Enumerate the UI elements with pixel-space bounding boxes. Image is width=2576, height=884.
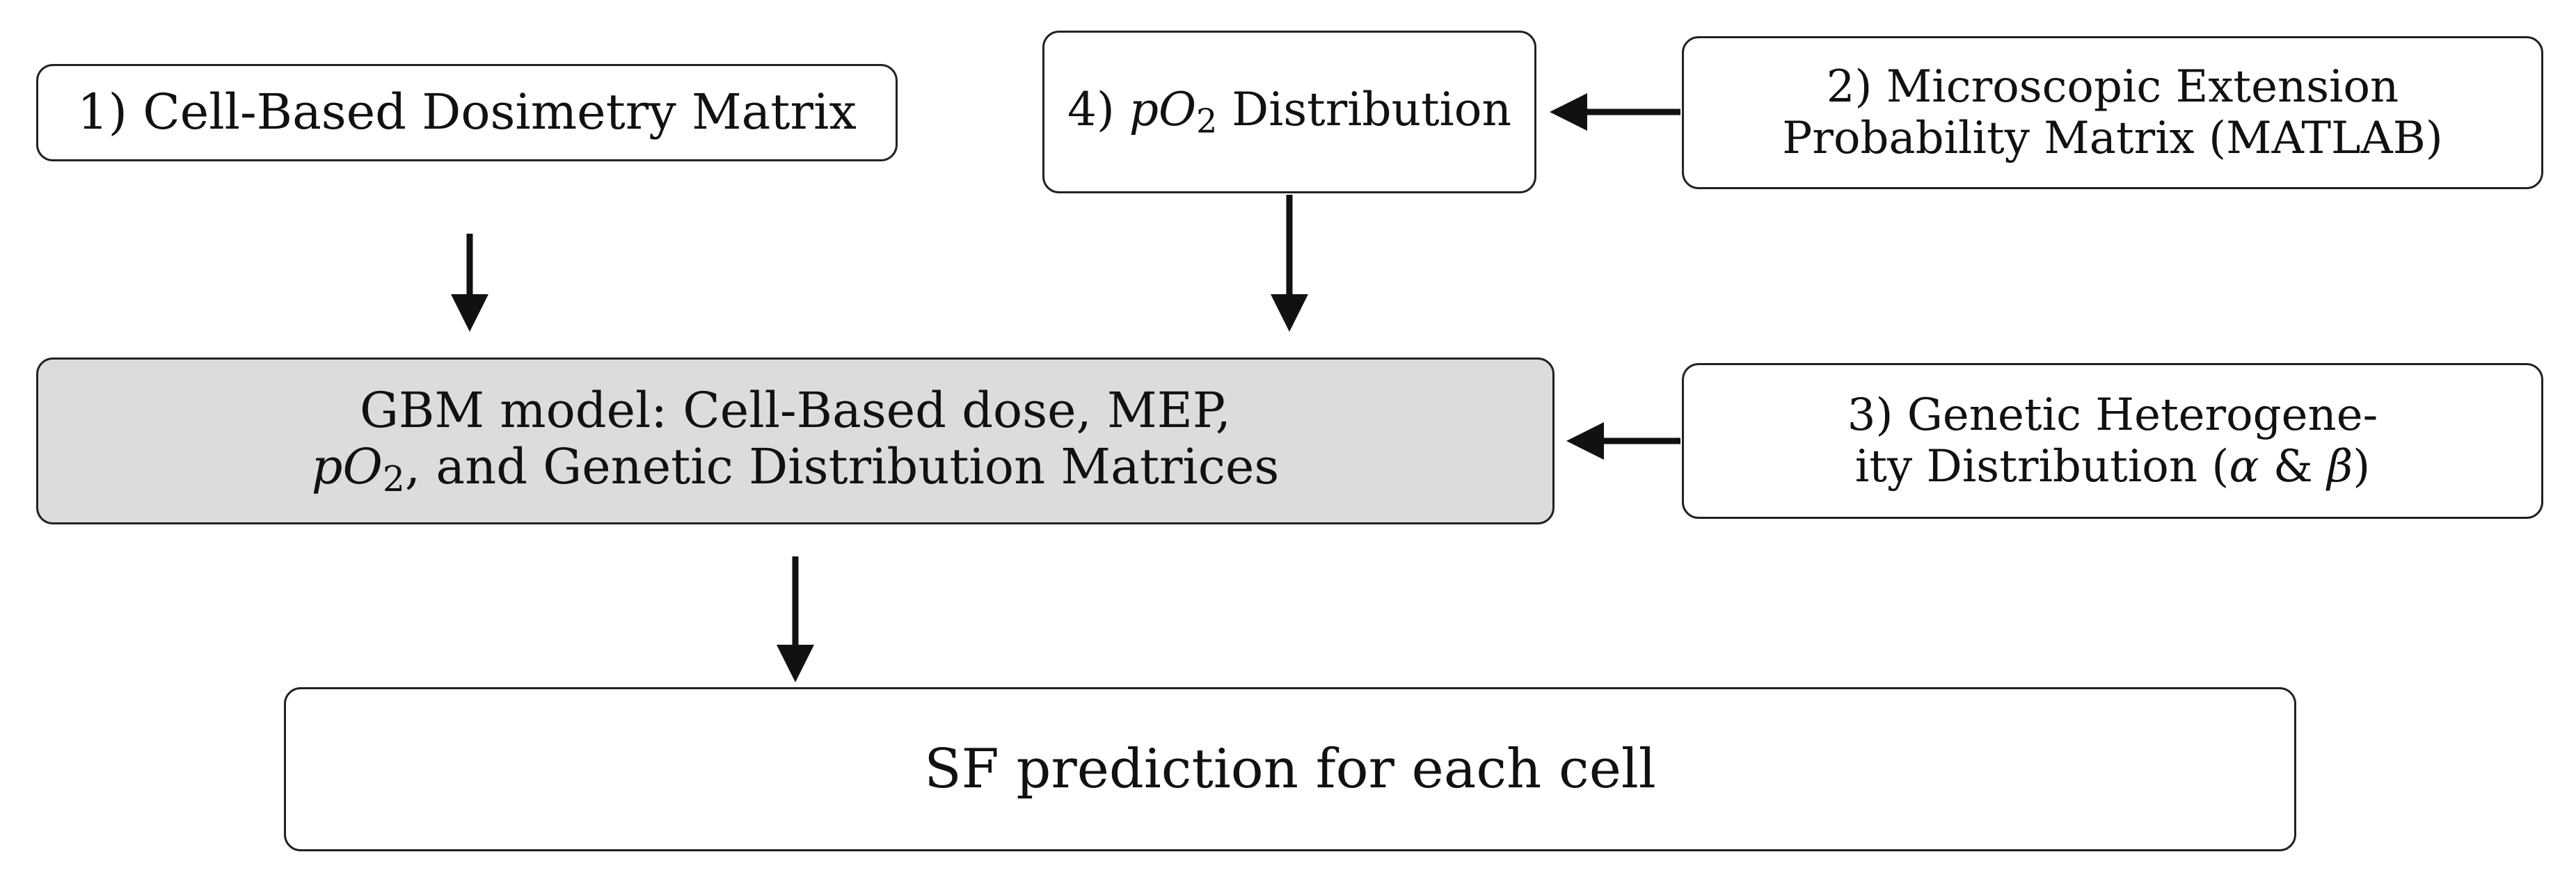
gbm-line-1: GBM model: Cell-Based dose, MEP, <box>359 381 1231 439</box>
dosimetry-matrix-box: 1) Cell-Based Dosimetry Matrix <box>36 64 898 161</box>
po2-distribution-box: 4) pO2 Distribution <box>1042 31 1536 193</box>
genetic-heterogeneity-box: 3) Genetic Heterogene- ity Distribution … <box>1682 363 2543 519</box>
gbm-model-box: GBM model: Cell-Based dose, MEP, pO2, an… <box>36 357 1555 524</box>
sf-prediction-label: SF prediction for each cell <box>924 737 1656 801</box>
mep-line-2: Probability Matrix (MATLAB) <box>1782 113 2443 164</box>
sf-prediction-box: SF prediction for each cell <box>284 687 2296 851</box>
genetic-line-1: 3) Genetic Heterogene- <box>1847 389 2378 441</box>
gbm-model-label: GBM model: Cell-Based dose, MEP, pO2, an… <box>311 381 1280 500</box>
genetic-line-2: ity Distribution (α & β) <box>1854 441 2371 492</box>
mep-matrix-label: 2) Microscopic Extension Probability Mat… <box>1782 61 2442 164</box>
gbm-line-2: pO2, and Genetic Distribution Matrices <box>311 437 1280 499</box>
genetic-heterogeneity-label: 3) Genetic Heterogene- ity Distribution … <box>1847 389 2378 492</box>
mep-matrix-box: 2) Microscopic Extension Probability Mat… <box>1682 36 2543 189</box>
mep-line-1: 2) Microscopic Extension <box>1826 61 2399 113</box>
dosimetry-matrix-label: 1) Cell-Based Dosimetry Matrix <box>77 83 857 141</box>
po2-distribution-label: 4) pO2 Distribution <box>1067 82 1511 141</box>
